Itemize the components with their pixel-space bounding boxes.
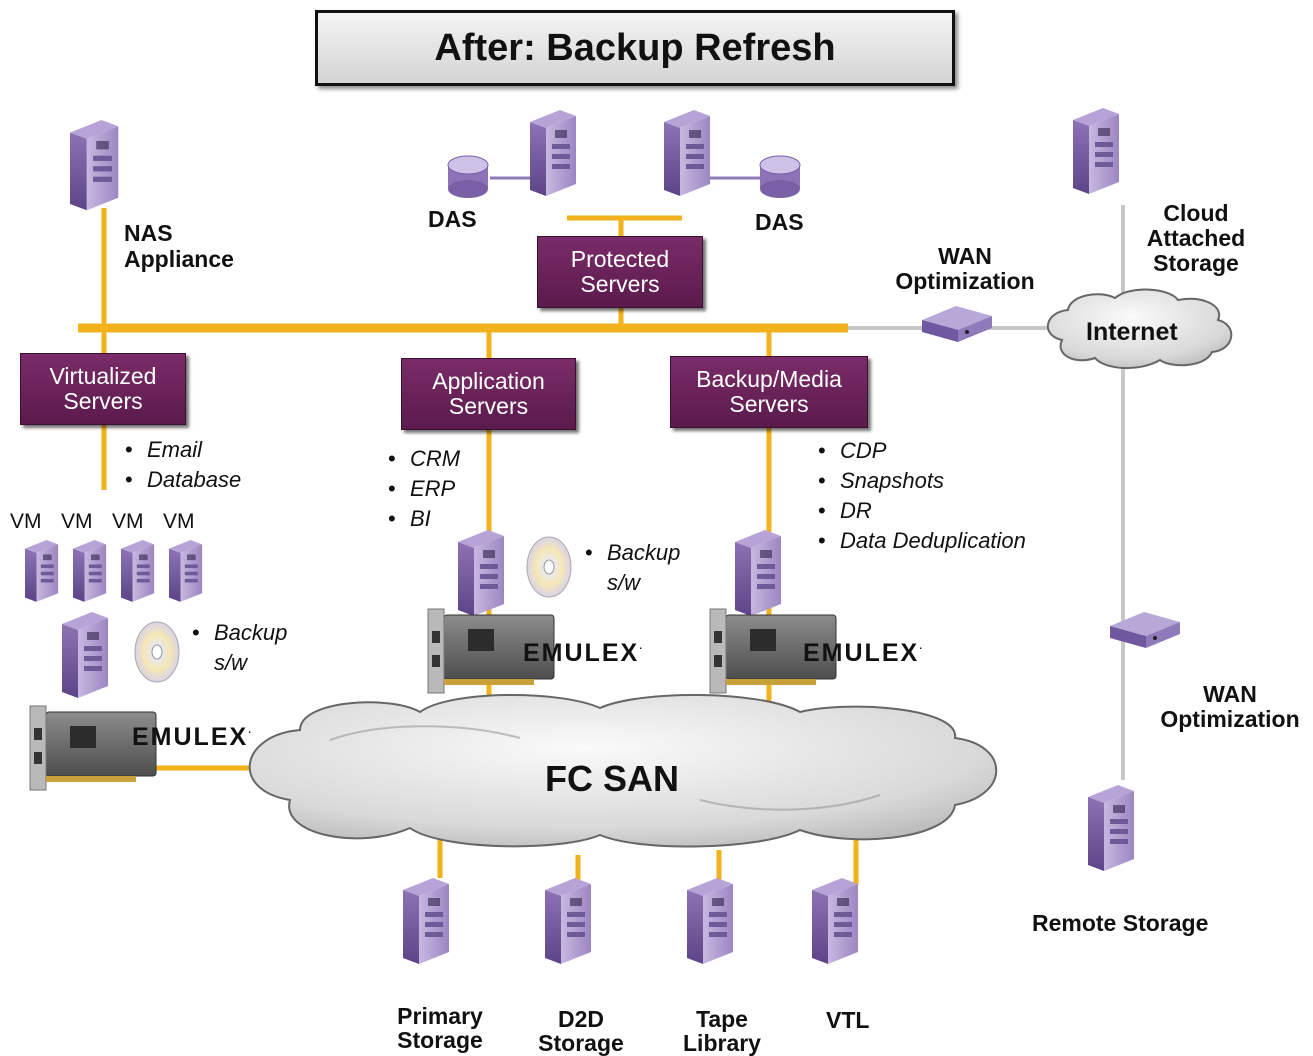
remote-storage-server-icon [1088, 785, 1134, 871]
emulex-logo-right: EMULEX· [803, 639, 923, 667]
nas-server-icon [70, 120, 119, 211]
app-host-server-icon [458, 530, 504, 616]
backup-media-servers-box: Backup/Media Servers [670, 356, 868, 428]
tape-line1: Tape [696, 1006, 748, 1032]
bullet-item: •CDP [818, 438, 887, 463]
virtualized-servers-line2: Servers [63, 388, 143, 414]
primary-line2: Storage [397, 1027, 483, 1053]
d2d-line2: Storage [538, 1030, 624, 1056]
application-bullets: •CRM •ERP •BI [388, 444, 460, 534]
emulex-logo-left: EMULEX· [132, 723, 252, 751]
vm-label-2: VM [61, 510, 93, 533]
protected-servers-box: Protected Servers [537, 236, 703, 308]
wan-top-line2: Optimization [895, 268, 1035, 294]
tape-library-label: Tape Library [667, 1007, 777, 1055]
virtualized-servers-box: Virtualized Servers [20, 353, 186, 425]
das-right-label: DAS [755, 209, 804, 235]
application-servers-line1: Application [432, 368, 545, 394]
nas-label-line2: Appliance [124, 246, 234, 272]
bullet-item: •DR [818, 498, 872, 523]
bullet-item: •Email [125, 437, 203, 462]
tape-line2: Library [683, 1030, 761, 1056]
primary-line1: Primary [397, 1003, 483, 1029]
vm-icon-4 [169, 540, 203, 602]
primary-storage-icon [403, 878, 449, 964]
cloud-line1: Cloud [1163, 200, 1229, 226]
protected-server-right-icon [664, 110, 710, 196]
vtl-icon [812, 878, 858, 964]
virtualized-servers-line1: Virtualized [49, 363, 157, 389]
vm-icon-2 [73, 540, 107, 602]
backup-sw-left-note: •Backup s/w [192, 618, 287, 678]
backup-cd-left-icon [134, 621, 180, 683]
protected-servers-line1: Protected [570, 246, 670, 272]
wan-optimization-right-label: WAN Optimization [1150, 682, 1310, 732]
wan-top-line1: WAN [938, 243, 992, 269]
application-servers-box: Application Servers [401, 358, 576, 430]
wan-right-line1: WAN [1203, 681, 1257, 707]
wan-appliance-right-icon [1110, 612, 1180, 648]
wan-appliance-top-icon [922, 306, 992, 342]
backup-sw-left-line2: s/w [214, 650, 247, 675]
wan-right-line2: Optimization [1160, 706, 1300, 732]
cloud-line3: Storage [1153, 250, 1239, 276]
vm-icon-3 [121, 540, 155, 602]
diagram-title: After: Backup Refresh [315, 10, 955, 86]
vm-label-3: VM [112, 510, 144, 533]
backup-sw-mid-line2: s/w [607, 570, 640, 595]
vm-label-4: VM [163, 510, 195, 533]
application-servers-line2: Servers [448, 393, 529, 419]
das-left-label: DAS [428, 206, 477, 232]
bullet-item: •Snapshots [818, 468, 944, 493]
internet-label: Internet [1086, 318, 1178, 346]
backup-cd-mid-icon [526, 536, 572, 598]
bullet-item: •CRM [388, 446, 461, 471]
backup-media-servers-line1: Backup/Media [696, 366, 842, 392]
tape-library-icon [687, 878, 733, 964]
backup-media-servers-line2: Servers [729, 391, 809, 417]
bullet-item: •BI [388, 506, 431, 531]
das-disk-left-icon [447, 155, 489, 199]
nas-label-line1: NAS [124, 220, 173, 246]
fc-san-label: FC SAN [545, 758, 679, 799]
cloud-storage-server-icon [1073, 108, 1119, 194]
protected-servers-line2: Servers [580, 271, 660, 297]
protected-server-left-icon [530, 110, 576, 196]
bullet-item: •Database [125, 467, 242, 492]
backup-media-bullets: •CDP •Snapshots •DR •Data Deduplication [818, 436, 1026, 556]
vm-label-1: VM [10, 510, 42, 533]
bullet-item: •Backup [192, 620, 288, 645]
d2d-line1: D2D [557, 1006, 604, 1032]
virt-host-server-icon [62, 612, 108, 698]
backup-sw-mid-note: •Backup s/w [585, 538, 680, 598]
d2d-storage-icon [545, 878, 591, 964]
vtl-label: VTL [826, 1007, 870, 1033]
bullet-item: •Backup [585, 540, 681, 565]
bkp-host-server-icon [735, 530, 781, 616]
cloud-line2: Attached [1146, 225, 1246, 251]
emulex-logo-mid: EMULEX· [523, 639, 643, 667]
bullet-item: •ERP [388, 476, 456, 501]
internet-cloud [1046, 288, 1233, 370]
bullet-item: •Data Deduplication [818, 528, 1026, 553]
wan-optimization-top-label: WAN Optimization [890, 244, 1040, 294]
das-disk-right-icon [759, 155, 801, 199]
d2d-storage-label: D2D Storage [526, 1007, 636, 1055]
cloud-attached-storage-label: Cloud Attached Storage [1136, 201, 1256, 276]
nas-appliance-label: NAS Appliance [124, 220, 234, 272]
primary-storage-label: Primary Storage [385, 1004, 495, 1052]
remote-storage-label: Remote Storage [1032, 910, 1209, 936]
fc-san-cloud [248, 693, 998, 848]
vm-icon-1 [25, 540, 59, 602]
virtualized-bullets: •Email •Database [125, 435, 241, 495]
